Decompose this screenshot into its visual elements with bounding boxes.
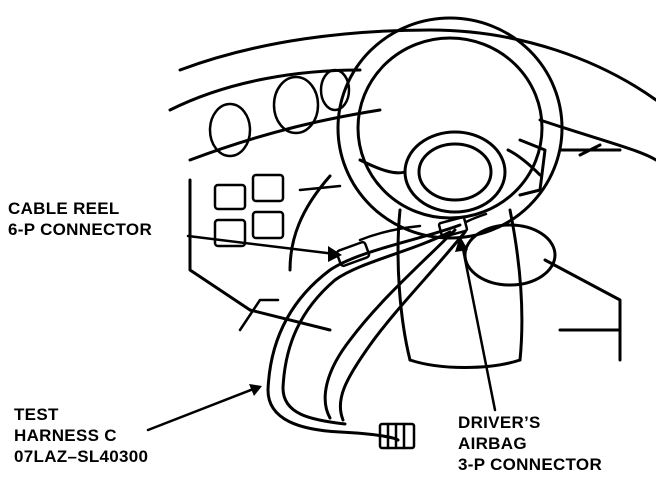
dashboard-outline xyxy=(168,28,656,332)
cable-reel-label-line-1: CABLE REEL xyxy=(8,199,120,218)
driver-airbag-label-line-3: 3-P CONNECTOR xyxy=(458,455,603,474)
test-harness-label-line-1: TEST xyxy=(14,405,59,424)
test-harness-label: TEST HARNESS C 07LAZ–SL40300 xyxy=(14,404,148,467)
cable-reel-6p-connector xyxy=(335,224,422,268)
test-harness-label-line-3: 07LAZ–SL40300 xyxy=(14,447,149,466)
instrument-gauges xyxy=(208,68,351,158)
steering-wheel xyxy=(336,16,564,240)
test-harness-label-line-2: HARNESS C xyxy=(14,426,117,445)
airbag-3p-connector xyxy=(437,212,488,238)
steering-column xyxy=(396,208,622,369)
test-harness-3p-connector xyxy=(378,422,416,450)
cable-reel-label-line-2: 6-P CONNECTOR xyxy=(8,220,153,239)
cable-reel-label: CABLE REEL 6-P CONNECTOR xyxy=(8,198,152,240)
leader-lines xyxy=(146,234,497,432)
arrowheads xyxy=(249,236,468,396)
driver-airbag-label-line-2: AIRBAG xyxy=(458,434,527,453)
driver-airbag-label-line-1: DRIVER’S xyxy=(458,413,541,432)
test-harness-cables xyxy=(266,223,467,442)
center-console xyxy=(213,173,342,332)
driver-airbag-label: DRIVER’S AIRBAG 3-P CONNECTOR xyxy=(458,412,602,475)
